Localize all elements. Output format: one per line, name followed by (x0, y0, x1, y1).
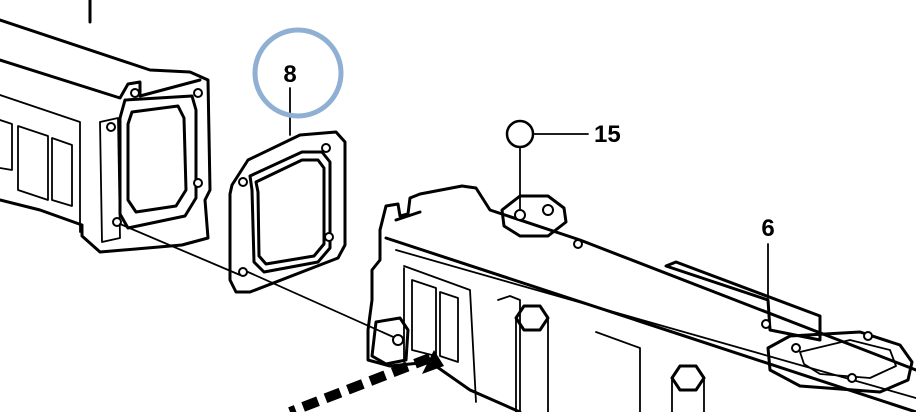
callout-8: 8 (252, 27, 344, 119)
assembly-guide-line-upper (119, 223, 241, 276)
callout-6-label: 6 (761, 215, 774, 242)
flow-arrow (288, 350, 444, 412)
callout-8-highlight-ring (252, 27, 344, 119)
callout-15: 15 (505, 119, 621, 211)
callout-8-label: 8 (283, 61, 296, 88)
plug-symbol (505, 119, 535, 149)
left-manifold-section (0, 0, 212, 254)
gasket-part (228, 130, 347, 294)
callout-15-label: 15 (594, 121, 621, 148)
callout-6: 6 (761, 215, 775, 299)
assembly-guide-line-lower (247, 271, 401, 341)
right-manifold-section (366, 184, 916, 412)
